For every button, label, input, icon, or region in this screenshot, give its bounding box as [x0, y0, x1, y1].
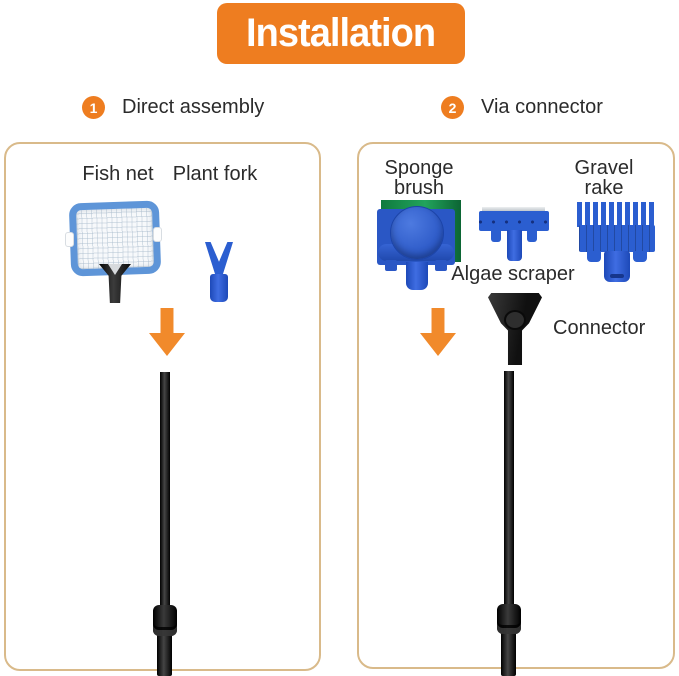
telescopic-pole-right: [504, 371, 514, 606]
step-1-number: 1: [89, 99, 98, 116]
algae-scraper-label: Algae scraper: [451, 263, 575, 285]
gravel-rake-stem: [604, 251, 630, 282]
connector-button: [504, 310, 526, 330]
sponge-brush-foot-left: [385, 260, 397, 271]
plant-fork-label: Plant fork: [172, 163, 258, 185]
gravel-rake-shoulder-right: [633, 251, 647, 262]
installation-banner: Installation: [217, 3, 465, 64]
algae-scraper-image: [479, 207, 549, 261]
algae-scraper-leg-left: [491, 230, 501, 242]
section-title-direct-assembly: Direct assembly: [122, 96, 265, 118]
telescopic-pole-left: [160, 372, 170, 607]
plant-fork-base: [210, 274, 228, 302]
gravel-rake-shoulder-left: [587, 251, 601, 262]
telescopic-pole-left-lower: [157, 633, 172, 676]
fish-net-tab-left: [65, 232, 74, 247]
gravel-rake-body: [579, 225, 655, 252]
sponge-brush-label: Sponge brush: [384, 157, 454, 199]
plant-fork-image: [205, 242, 233, 276]
gravel-rake-teeth: [577, 202, 657, 227]
section-title-via-connector: Via connector: [481, 96, 603, 118]
gravel-rake-label: Gravel rake: [574, 157, 634, 199]
banner-title: Installation: [246, 11, 436, 55]
algae-scraper-stem: [507, 230, 522, 261]
telescopic-pole-right-lower: [501, 631, 516, 676]
step-2-number: 2: [448, 99, 457, 116]
connector-image: [488, 293, 542, 365]
sponge-brush-foot-right: [435, 260, 447, 271]
step-1-badge: 1: [82, 96, 105, 119]
sponge-brush-stem: [406, 262, 428, 290]
sponge-brush-image: [377, 200, 465, 292]
fish-net-label: Fish net: [82, 163, 154, 185]
via-connector-panel: Sponge brush Gravel rake Algae scraper C…: [357, 142, 675, 669]
gravel-rake-image: [577, 202, 657, 286]
down-arrow-icon: [149, 308, 185, 356]
algae-scraper-blade: [482, 207, 545, 212]
sponge-brush-knob: [390, 206, 444, 260]
fish-net-tab-right: [153, 227, 162, 242]
algae-scraper-leg-right: [527, 230, 537, 242]
connector-label: Connector: [553, 317, 646, 339]
pole-lock-collar-left: [153, 605, 177, 636]
pole-lock-collar-right: [497, 604, 521, 634]
algae-scraper-bar: [479, 211, 549, 231]
down-arrow-icon: [420, 308, 456, 356]
step-2-badge: 2: [441, 96, 464, 119]
